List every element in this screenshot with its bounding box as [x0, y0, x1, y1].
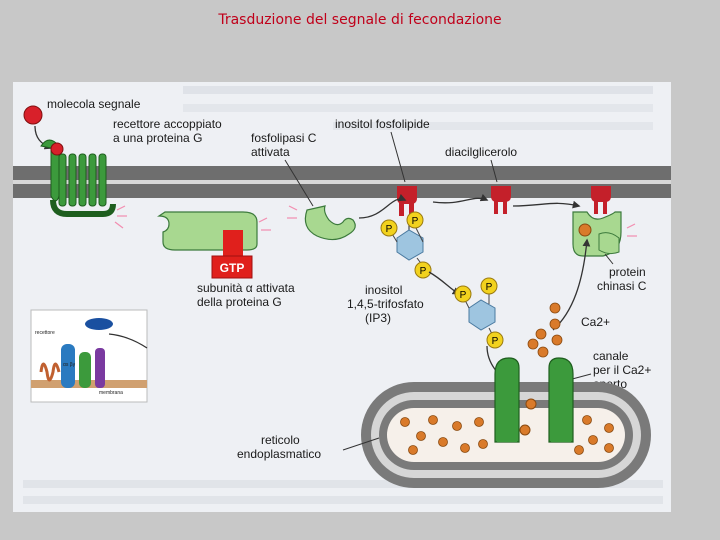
calcium-ions-er — [400, 415, 614, 455]
label-plc-2: attivata — [251, 145, 290, 159]
label-ip3-3: (IP3) — [365, 311, 391, 325]
label-ip3-1: inositol — [365, 283, 402, 297]
label-channel-1: canale — [593, 349, 629, 363]
ip3-ring-icon-2 — [468, 299, 496, 331]
svg-text:P: P — [460, 290, 467, 301]
slide-title: Trasduzione del segnale di fecondazione — [218, 12, 502, 28]
signal-transduction-diagram: molecola segnale recettore accoppiato a … — [13, 82, 671, 512]
plasma-membrane-inner — [13, 184, 671, 198]
label-plc-1: fosfolipasi C — [251, 131, 317, 145]
alpha-sparks — [258, 217, 271, 231]
label-inositol-phospholipid: inositol fosfolipide — [335, 117, 430, 131]
phosphate-group: P — [406, 211, 424, 229]
calcium-ions-cytosol — [527, 302, 563, 358]
phosphate-group: P — [454, 285, 472, 303]
pkc-sparks — [626, 223, 637, 237]
calcium-channel-icon — [494, 357, 574, 443]
label-alpha-1: subunità α attivata — [197, 281, 295, 295]
label-receptor-1: recettore accoppiato — [113, 117, 222, 131]
phosphate-group: P — [486, 331, 504, 349]
label-ip3-2: 1,4,5-trifosfato — [347, 297, 424, 311]
svg-text:P: P — [486, 282, 493, 293]
label-er-2: endoplasmatico — [237, 447, 321, 461]
ip3-ring-icon-1 — [396, 229, 424, 261]
calcium-on-pkc-icon — [578, 223, 592, 237]
label-alpha-2: della proteina G — [197, 295, 282, 309]
inset-label-alpha-beta: αs βγ — [63, 362, 76, 368]
label-diacylglycerol: diacilglicerolo — [445, 145, 517, 159]
phospholipase-c-icon — [304, 205, 356, 241]
gtp-badge — [211, 255, 253, 279]
label-calcium: Ca2+ — [581, 315, 610, 329]
phosphate-group: P — [380, 219, 398, 237]
gpcr-receptor-icon — [40, 139, 116, 217]
label-gtp: GTP — [220, 261, 245, 275]
label-receptor-2: a una proteina G — [113, 131, 202, 145]
inset-gprotein-diagram: αs βγ recettore membrana — [30, 309, 148, 403]
signal-molecule-icon — [23, 105, 43, 125]
plasma-membrane-outer — [13, 166, 671, 180]
calcium-in-channel-icon — [519, 424, 531, 436]
label-er-1: reticolo — [261, 433, 300, 447]
svg-text:P: P — [386, 224, 393, 235]
calcium-in-channel-icon — [525, 398, 537, 410]
activation-sparks — [114, 205, 127, 229]
dag-bound-icon — [591, 186, 611, 214]
g-protein-alpha-icon — [157, 211, 258, 258]
phosphate-group: P — [480, 277, 498, 295]
plc-sparks — [287, 205, 298, 219]
diacylglycerol-icon — [491, 186, 511, 214]
label-pkc-1: protein — [609, 265, 646, 279]
faded-page-text — [23, 86, 663, 504]
svg-text:P: P — [412, 216, 419, 227]
label-channel-2: per il Ca2+ — [593, 363, 651, 377]
phosphate-group: P — [414, 261, 432, 279]
svg-text:P: P — [420, 266, 427, 277]
inset-label-membrane: membrana — [99, 390, 123, 396]
label-signal-molecule: molecola segnale — [47, 97, 141, 111]
label-pkc-2: chinasi C — [597, 279, 647, 293]
inset-label-receptor: recettore — [35, 330, 55, 336]
svg-text:P: P — [492, 336, 499, 347]
bound-signal-molecule-icon — [50, 142, 64, 156]
